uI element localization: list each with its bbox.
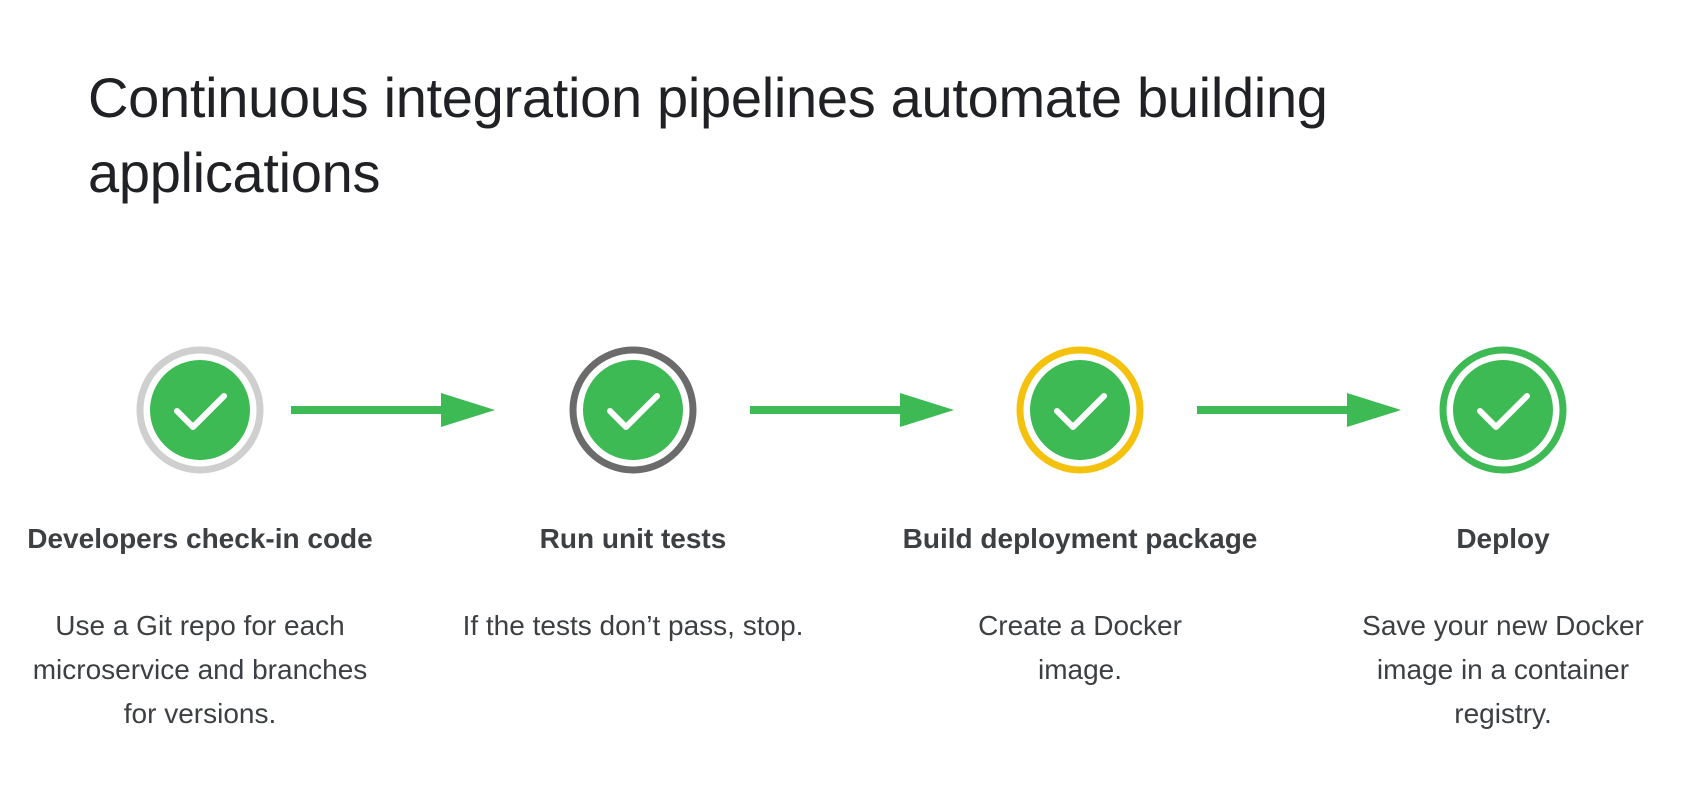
check-circle-icon (134, 344, 266, 476)
step-description: If the tests don’t pass, stop. (462, 610, 804, 641)
pipeline-step-unit-tests: Run unit tests If the tests don’t pass, … (433, 0, 833, 795)
check-circle-icon (567, 344, 699, 476)
step-title: Run unit tests (539, 523, 727, 554)
check-circle-icon (1437, 344, 1569, 476)
arrow-right-icon (1197, 393, 1401, 427)
step-title: Build deployment package (902, 523, 1258, 554)
step-description: Use a Git repo for each microservice and… (32, 610, 368, 729)
slide-title: Continuous integration pipelines automat… (88, 66, 1328, 204)
check-circle-icon (1014, 344, 1146, 476)
step-title: Developers check-in code (27, 523, 373, 554)
step-description: Create a Docker image. (978, 610, 1182, 685)
pipeline-step-build-package: Build deployment package Create a Docker… (880, 0, 1280, 795)
pipeline-step-deploy: Deploy Save your new Docker image in a c… (1303, 0, 1703, 795)
arrow-right-icon (750, 393, 954, 427)
step-title: Deploy (1456, 523, 1550, 554)
step-description: Save your new Docker image in a containe… (1362, 610, 1644, 729)
arrow-right-icon (291, 393, 495, 427)
pipeline-step-checkin: Developers check-in code Use a Git repo … (0, 0, 400, 795)
